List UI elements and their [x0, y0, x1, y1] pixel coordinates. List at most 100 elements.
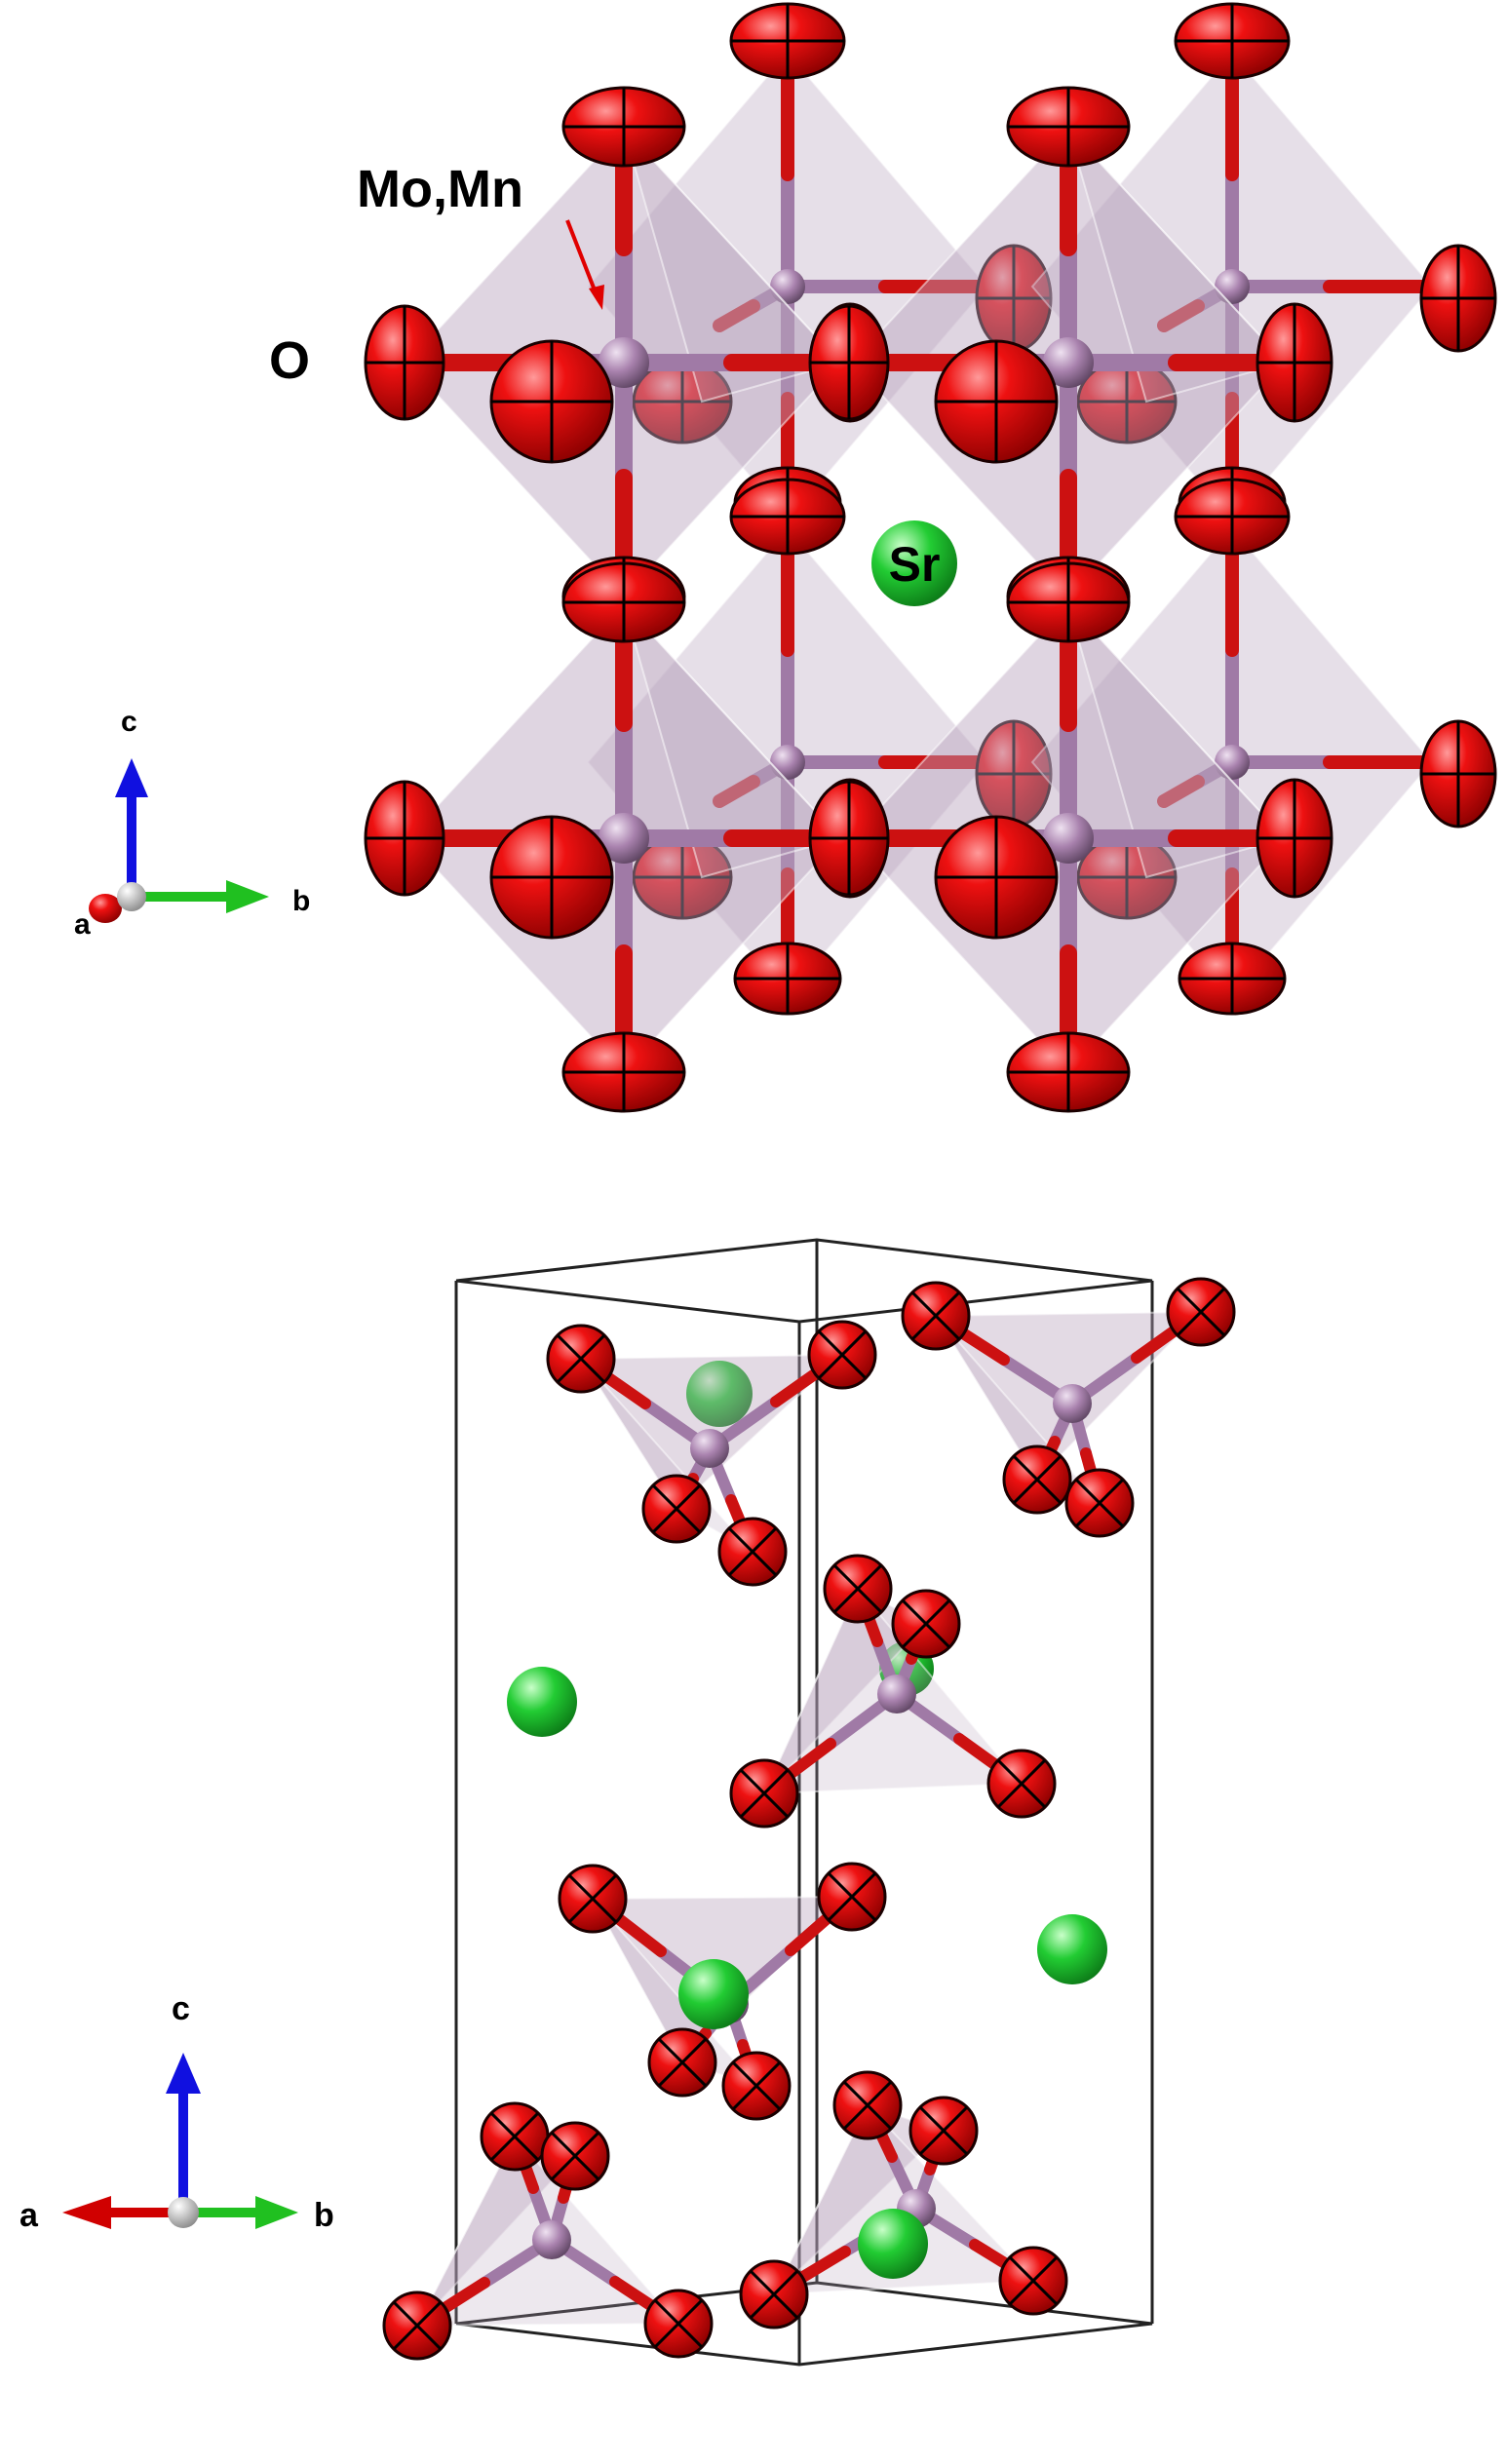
unit-cell-tetrahedra-view — [382, 1238, 1236, 2367]
oxygen-atom — [729, 2, 846, 80]
ellipsoid-axis-line — [750, 2270, 798, 2319]
oxygen-atom — [832, 2070, 903, 2140]
oxygen-atom — [891, 1589, 961, 1659]
oxygen-atom — [934, 339, 1059, 464]
strontium-atom — [871, 520, 957, 606]
axis-c-label: c — [172, 1990, 190, 2027]
axis-triad-bottom: c b a — [19, 1990, 334, 2234]
oxygen-atom — [364, 304, 445, 421]
ellipsoid-axis-line — [728, 1527, 777, 1576]
ellipsoid-axis-line — [393, 2301, 442, 2350]
strontium-atom — [678, 1959, 749, 2029]
ellipsoid-axis-line — [902, 1599, 950, 1648]
oxygen-atom — [901, 1281, 971, 1351]
strontium-atom — [1037, 1914, 1107, 1984]
ellipsoid-axis-line — [818, 1330, 867, 1379]
ellipsoid-axis-line — [1075, 1479, 1124, 1527]
polyhedron-face — [623, 128, 842, 404]
ellipsoid-axis-line — [828, 1872, 876, 1921]
ellipsoid-axis-line — [919, 2106, 968, 2155]
oxygen-atom — [1006, 1031, 1131, 1113]
cation-atom — [1043, 813, 1094, 864]
oxygen-atom — [643, 2289, 714, 2359]
ellipsoid-axis-line — [490, 2112, 539, 2161]
axis-c-arrowhead — [166, 2053, 201, 2094]
axis-b-label: b — [314, 2197, 334, 2234]
oxygen-atom — [739, 2259, 809, 2329]
cation-atom — [1043, 337, 1094, 388]
oxygen-atom — [1256, 302, 1333, 423]
ellipsoid-axis-line — [911, 1291, 960, 1340]
cation-pointer-arrowhead — [589, 285, 604, 310]
polyhedron-face — [623, 603, 842, 879]
oxygen-atom — [382, 2291, 452, 2361]
oxygen-atom — [1076, 834, 1178, 920]
axis-triad-top: c b a — [74, 706, 310, 941]
ellipsoid-axis-line — [997, 1759, 1046, 1808]
bond-segment — [713, 775, 760, 808]
axis-c-arrowhead — [115, 758, 148, 797]
oxygen-atom — [998, 2246, 1068, 2316]
oxygen-atom — [561, 86, 686, 168]
oxygen-atom — [546, 1324, 616, 1394]
oxygen-atom — [540, 2121, 610, 2191]
oxygen-atom — [1419, 719, 1497, 828]
oxygen-atom — [1174, 478, 1291, 556]
polyhedron-face — [592, 1898, 760, 2089]
oxygen-atom — [1006, 561, 1131, 643]
ellipsoid-axis-line — [652, 1484, 701, 1533]
sr-label: Sr — [889, 537, 941, 592]
oxygen-atom — [1002, 1444, 1072, 1515]
oxygen-atom — [1076, 359, 1178, 444]
axis-origin — [117, 882, 146, 911]
ellipsoid-axis-line — [568, 1874, 617, 1923]
bond-segment — [1157, 775, 1205, 808]
cation-atom — [877, 1675, 916, 1713]
oxygen-atom — [364, 780, 445, 897]
axis-b-label: b — [292, 885, 310, 917]
cation-label: Mo,Mn — [357, 160, 523, 218]
anion-label: O — [269, 331, 310, 390]
oxygen-atom — [641, 1474, 712, 1544]
oxygen-atom — [1178, 942, 1287, 1016]
cell-edge — [455, 1238, 1153, 1324]
cation-atom — [690, 1429, 729, 1468]
oxygen-atom — [1256, 778, 1333, 899]
oxygen-atom — [1166, 1277, 1236, 1347]
oxygen-atom — [729, 478, 846, 556]
oxygen-atom — [489, 815, 614, 940]
axis-a-arrowhead — [62, 2196, 111, 2229]
ellipsoid-axis-line — [1013, 1455, 1062, 1504]
oxygen-atom — [733, 942, 842, 1016]
ellipsoid-axis-line — [1009, 2256, 1058, 2305]
oxygen-atom — [823, 1554, 893, 1624]
strontium-atom — [686, 1361, 753, 1427]
ellipsoid-axis-line — [1177, 1288, 1225, 1336]
ellipsoid-axis-line — [557, 1334, 605, 1383]
oxygen-atom — [908, 2096, 979, 2166]
oxygen-atom — [721, 2051, 792, 2121]
polyhedron-face — [1067, 603, 1287, 879]
oxygen-atom — [558, 1864, 628, 1934]
bond-segment — [1157, 299, 1205, 332]
cation-pointer-arrow — [565, 219, 600, 301]
cation-atom — [532, 2220, 571, 2259]
bond-segment — [713, 299, 760, 332]
axis-b-arrowhead — [255, 2196, 298, 2229]
oxygen-atom — [632, 834, 733, 920]
oxygen-atom — [729, 1758, 799, 1829]
oxygen-atom — [561, 561, 686, 643]
oxygen-atom — [817, 1862, 887, 1932]
ellipsoid-axis-line — [732, 2061, 781, 2110]
oxygen-atom — [986, 1749, 1057, 1819]
ellipsoid-axis-line — [740, 1769, 789, 1818]
ellipsoid-axis-line — [843, 2081, 892, 2130]
perovskite-octahedra-view: Sr — [364, 2, 1497, 1113]
ellipsoid-axis-line — [833, 1564, 882, 1613]
oxygen-atom — [1419, 244, 1497, 353]
cation-atom — [1053, 1384, 1092, 1423]
oxygen-atom — [1006, 86, 1131, 168]
strontium-atom — [858, 2209, 928, 2279]
axis-origin — [168, 2197, 199, 2228]
